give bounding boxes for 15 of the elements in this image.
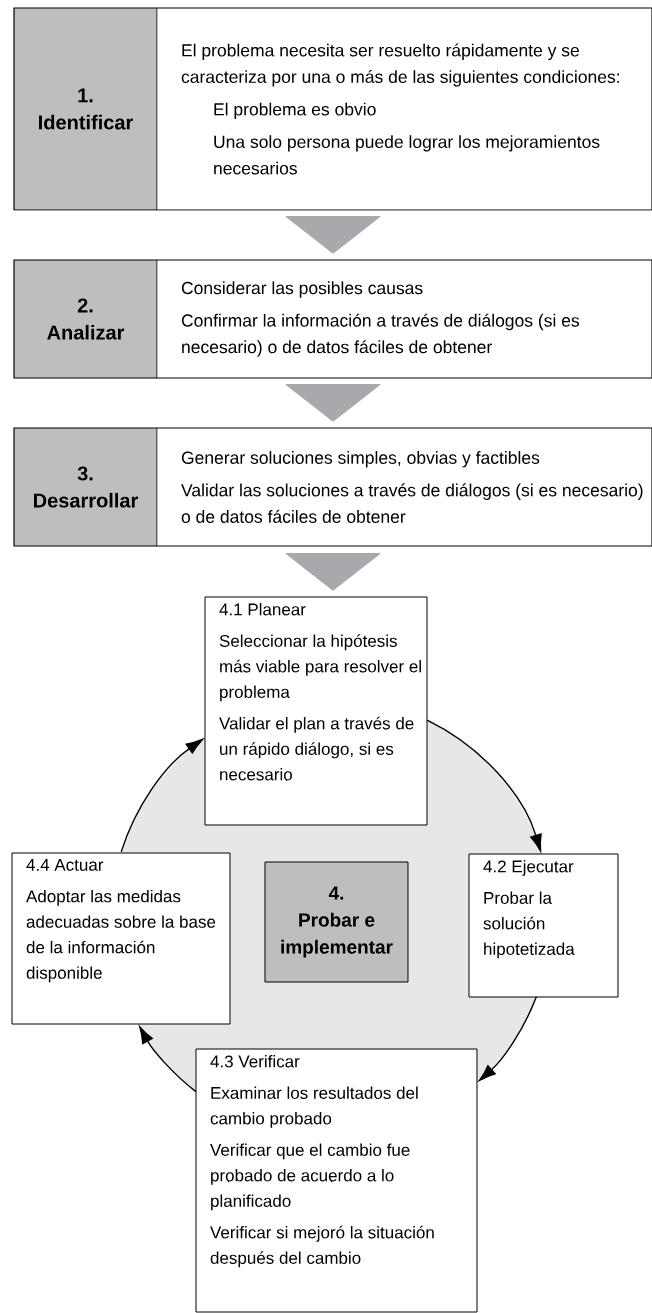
step-box: 4.1 Planear Seleccionar la hipótesis más viable para resolver el problema Validar el plan a través de un rápido diálogo, si es necesario (204, 596, 428, 826)
cycle-arrow (139, 1026, 197, 1093)
step-box: 2. Analizar Considerar las posibles causas Confirmar la información a través de diálogos (si es necesario) o de datos fáciles de obtener (13, 259, 652, 379)
cycle-arrow (120, 738, 204, 853)
chevron-arrow (285, 215, 381, 254)
chevron-arrow (285, 552, 381, 591)
step-box: 4.4 Actuar Adoptar las medidas adecuadas sobre la base de la información disponible (11, 852, 231, 1025)
cycle-arrow (478, 996, 538, 1081)
step-box: 4.2 Ejecutar Probar la solución hipotetizada (468, 853, 619, 998)
step-box: 4.3 Verificar Examinar los resultados del cambio probado Verificar que el cambio fue probado de acuerdo a lo planificado Verificar si mejoró la situación después del cambio (195, 1048, 478, 1313)
step-box: 1. Identificar El problema necesita ser resuelto rápidamente y se caracteriza por una o más de las siguientes condiciones: El problema es obvio Una solo persona puede lograr los mejoramientos necesarios (13, 7, 652, 211)
stage-box: 4. Probar e implementar (264, 861, 409, 983)
chevron-arrow (285, 383, 381, 422)
cycle-arrow (426, 719, 542, 852)
step-box: 3. Desarrollar Generar soluciones simples, obvias y factibles Validar las soluciones a través de diálogos (si es necesario) o de datos fáciles de obtener (13, 427, 652, 547)
